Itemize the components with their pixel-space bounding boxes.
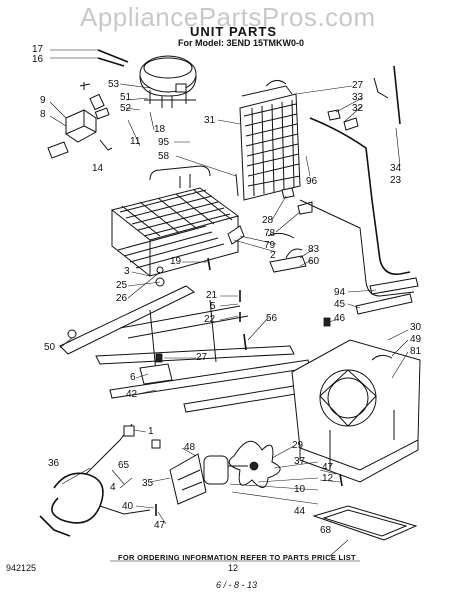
callout-26: 26 — [116, 293, 128, 304]
condenser-drawing — [239, 80, 301, 201]
wiring-harness-drawing — [39, 423, 161, 537]
callout-81: 81 — [410, 346, 422, 357]
callout-56: 56 — [266, 313, 278, 324]
tubing-drawing — [299, 65, 415, 297]
drain-pan-drawing — [312, 505, 418, 541]
callout-22: 22 — [204, 314, 216, 325]
callout-5: 5 — [210, 301, 216, 312]
callout-94: 94 — [334, 287, 346, 298]
callout-34: 34 — [390, 163, 402, 174]
callout-10: 10 — [294, 484, 306, 495]
callout-32: 32 — [352, 103, 364, 114]
callout-6: 6 — [130, 372, 136, 383]
callout-47-right: 47 — [322, 462, 334, 473]
callout-50: 50 — [44, 342, 56, 353]
callout-40: 40 — [122, 501, 134, 512]
callout-8: 8 — [40, 109, 46, 120]
callout-25: 25 — [116, 280, 128, 291]
callout-27-top: 27 — [352, 80, 364, 91]
callout-48: 48 — [184, 442, 196, 453]
callout-16: 16 — [32, 54, 44, 65]
callout-28: 28 — [262, 215, 274, 226]
callout-29: 29 — [292, 440, 304, 451]
callout-45: 45 — [334, 299, 346, 310]
callout-12: 12 — [322, 473, 334, 484]
callout-44: 44 — [294, 506, 306, 517]
callout-30: 30 — [410, 322, 422, 333]
callout-27-mid: 27 — [196, 352, 208, 363]
callout-79: 79 — [264, 240, 276, 251]
callout-18: 18 — [154, 124, 166, 135]
callout-83: 83 — [308, 244, 320, 255]
callout-46: 46 — [334, 313, 346, 324]
callout-3: 3 — [124, 266, 130, 277]
callout-49: 49 — [410, 334, 422, 345]
model-subtitle: For Model: 3END 15TMKW0-0 — [178, 38, 305, 48]
callout-52: 52 — [120, 103, 132, 114]
compressor-drawing — [139, 55, 197, 108]
callout-21: 21 — [206, 290, 218, 301]
callout-9: 9 — [40, 95, 46, 106]
callout-36: 36 — [48, 458, 60, 469]
watermark: AppliancePartsPros.com — [80, 2, 376, 32]
callout-33: 33 — [352, 92, 364, 103]
callout-53: 53 — [108, 79, 120, 90]
callout-14: 14 — [92, 163, 104, 174]
relay-overload-drawing — [47, 82, 113, 159]
callout-23: 23 — [390, 175, 402, 186]
callout-65: 65 — [118, 460, 130, 471]
callout-4: 4 — [110, 482, 116, 493]
callout-68: 68 — [320, 525, 332, 536]
callout-17: 17 — [32, 44, 44, 55]
callout-60: 60 — [308, 256, 320, 267]
diagram-title: UNIT PARTS — [190, 24, 278, 39]
callout-58: 58 — [158, 151, 170, 162]
callout-35: 35 — [142, 478, 154, 489]
page-number: 12 — [228, 563, 239, 573]
callout-42: 42 — [126, 389, 138, 400]
fan-shroud-drawing — [291, 339, 421, 483]
callout-31: 31 — [204, 115, 216, 126]
callout-78: 78 — [264, 228, 276, 239]
handwritten-note: 6 / - 8 - 13 — [216, 580, 258, 590]
callout-51: 51 — [120, 92, 132, 103]
document-code: 942125 — [6, 563, 37, 573]
callout-96: 96 — [306, 176, 318, 187]
ordering-note: FOR ORDERING INFORMATION REFER TO PARTS … — [118, 553, 356, 562]
evaporator-drawing — [110, 165, 240, 277]
callout-1: 1 — [148, 426, 154, 437]
callout-95: 95 — [158, 137, 170, 148]
callout-47-bottom-left: 47 — [154, 520, 166, 531]
callout-11: 11 — [130, 136, 141, 147]
callout-37: 37 — [294, 456, 306, 467]
callout-19: 19 — [170, 256, 182, 267]
fan-motor-drawing — [169, 440, 281, 505]
base-frame-drawing — [59, 285, 333, 413]
callout-2: 2 — [270, 250, 276, 261]
